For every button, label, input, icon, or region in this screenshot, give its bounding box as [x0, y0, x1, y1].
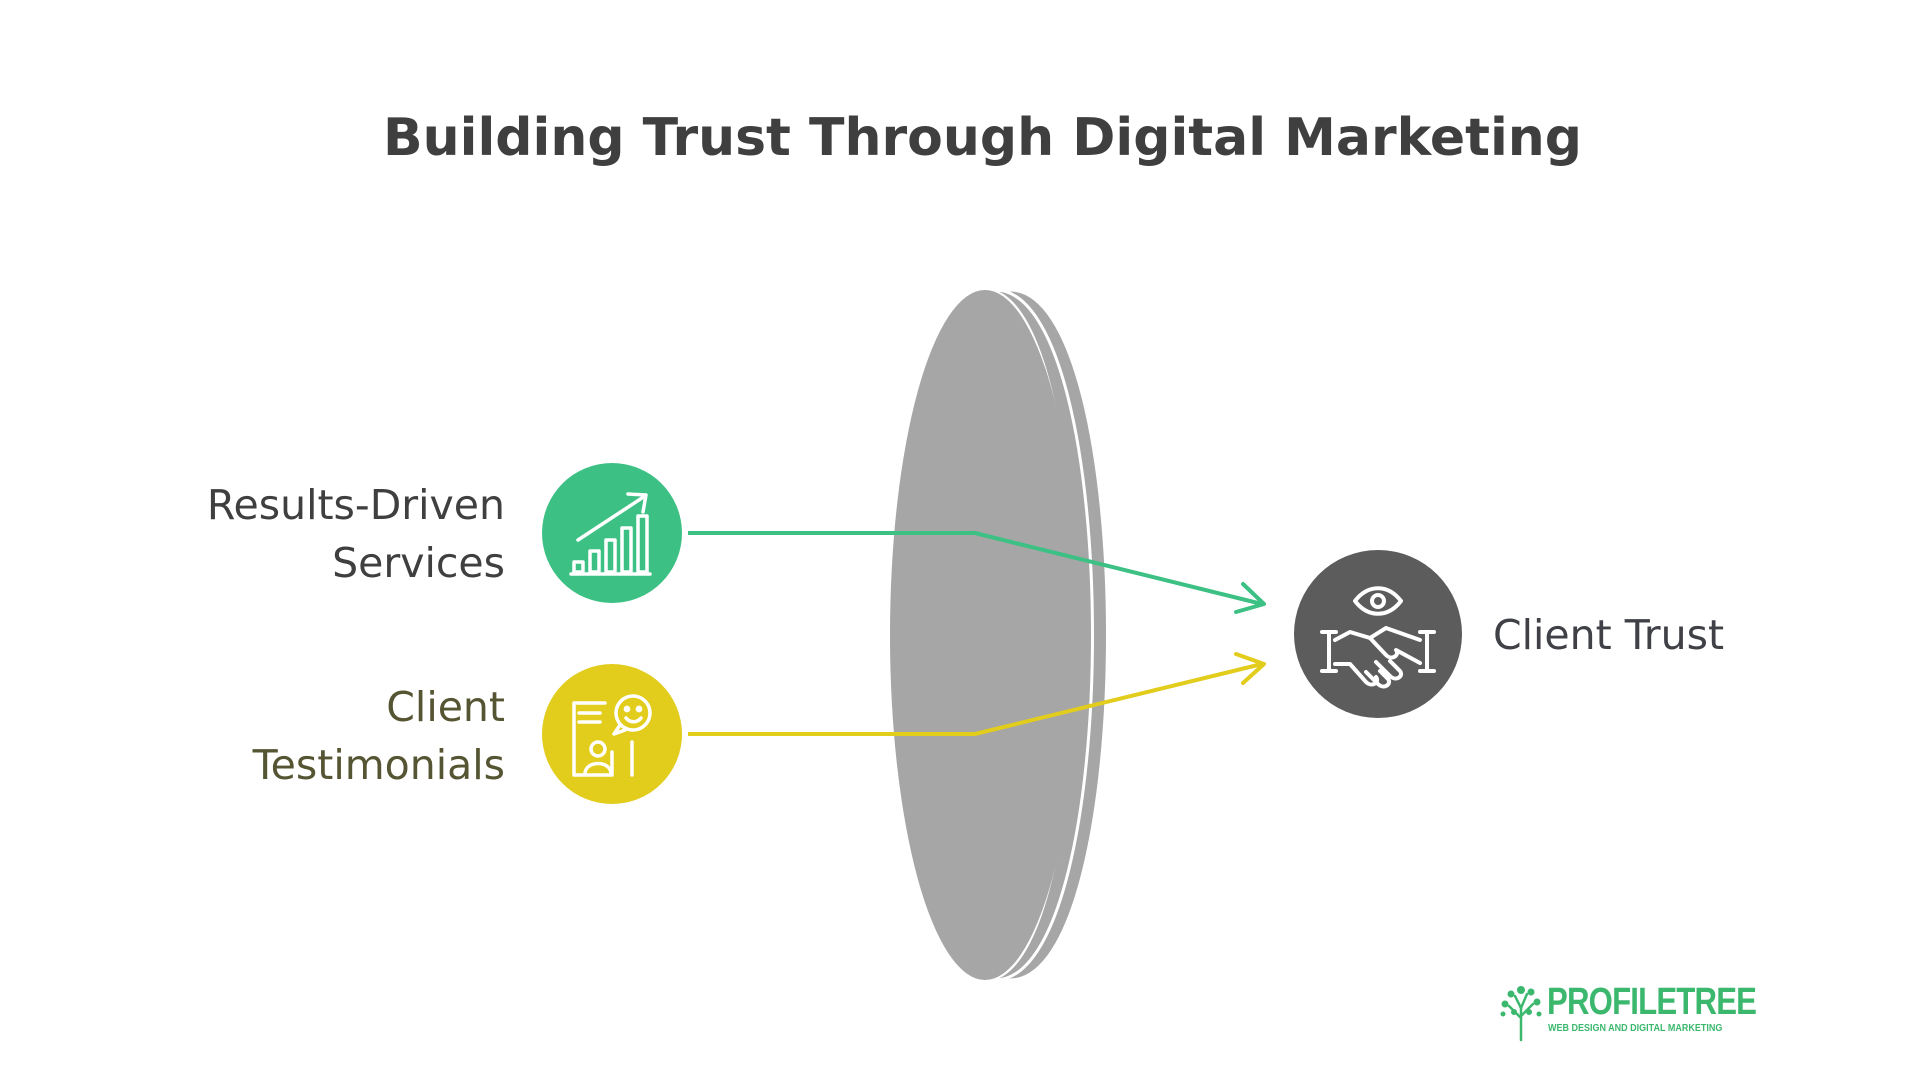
trust-node: [1294, 550, 1462, 718]
results-label: Results-Driven Services: [85, 476, 505, 592]
growth-chart-icon: [569, 492, 652, 576]
arrowhead-results: [1234, 582, 1266, 614]
testimonials-node: [542, 664, 682, 804]
connector-line-results: [688, 531, 1263, 606]
eye-handshake-icon: [1320, 586, 1436, 689]
results-label-line-2: Services: [332, 539, 505, 587]
connector-results: [688, 531, 1266, 614]
logo-tagline: WEB DESIGN AND DIGITAL MARKETING: [1548, 1023, 1723, 1034]
testimonials-label-line-1: Client: [386, 683, 505, 731]
tree-icon: [1500, 986, 1542, 1042]
connector-testimonials: [688, 652, 1266, 736]
results-node: [542, 463, 682, 603]
testimonials-circle: [542, 664, 682, 804]
testimonials-label: Client Testimonials: [85, 678, 505, 794]
testimonial-icon: [572, 694, 652, 777]
arrowhead-testimonials: [1234, 652, 1266, 685]
testimonials-label-line-2: Testimonials: [252, 741, 505, 789]
lens-face: [890, 290, 1080, 980]
trust-label: Client Trust: [1493, 611, 1725, 659]
connector-line-testimonials: [688, 662, 1263, 736]
logo-name: PROFILETREE: [1547, 981, 1757, 1023]
results-label-line-1: Results-Driven: [206, 481, 505, 529]
profiletree-logo: PROFILETREE WEB DESIGN AND DIGITAL MARKE…: [1497, 982, 1757, 1042]
results-circle: [542, 463, 682, 603]
lens: [890, 288, 1109, 982]
diagram-title: Building Trust Through Digital Marketing: [382, 108, 1583, 168]
